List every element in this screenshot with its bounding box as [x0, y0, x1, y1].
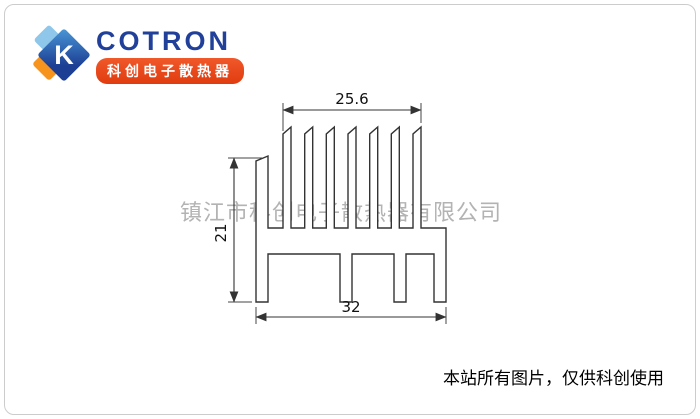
brand-tagline-banner: 科创电子散热器	[96, 58, 244, 84]
logo-mark: K	[32, 24, 94, 86]
dimension-lines	[229, 105, 447, 322]
brand-name: COTRON	[96, 26, 231, 56]
dim-label-top: 25.6	[335, 90, 368, 108]
dim-label-bottom: 32	[341, 298, 360, 316]
footer-note: 本站所有图片，仅供科创使用	[443, 369, 664, 388]
logo-monogram: K	[54, 39, 74, 70]
heatsink-profile	[255, 125, 447, 303]
dim-label-left: 21	[212, 223, 230, 242]
